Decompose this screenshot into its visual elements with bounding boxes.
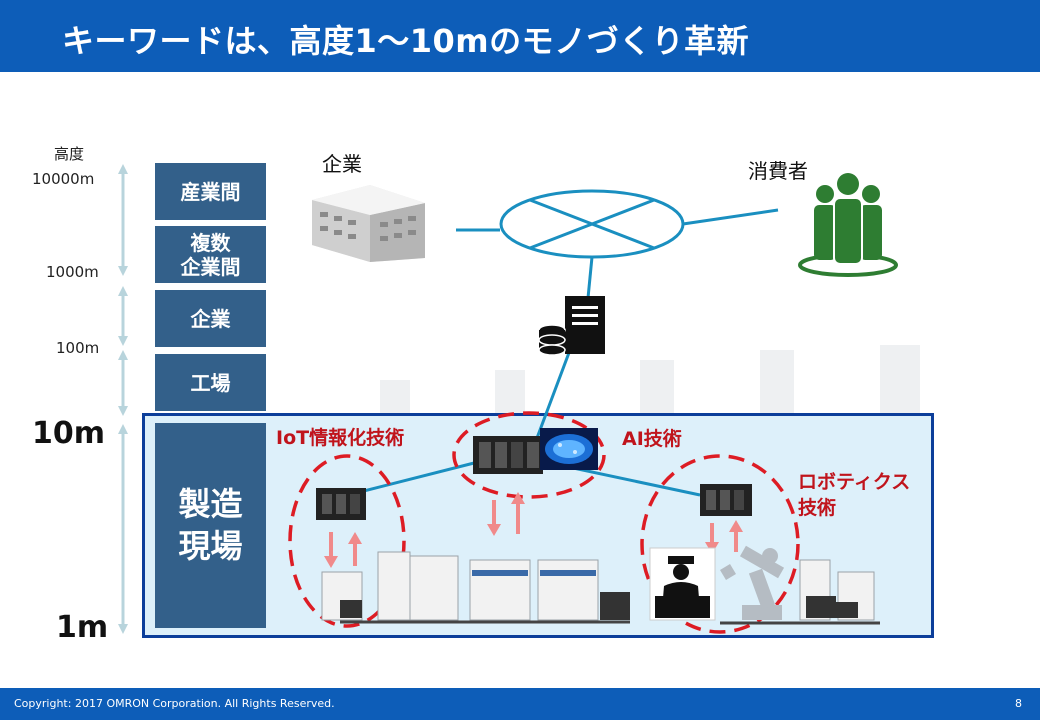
slide-title: キーワードは、高度1～10mのモノづくり革新 [62, 22, 750, 60]
altitude-1000m: 1000m [46, 263, 99, 281]
title-bar: キーワードは、高度1～10mのモノづくり革新 [0, 0, 1040, 72]
controller-icon [700, 484, 752, 516]
level-multi-company: 複数 企業間 [155, 226, 266, 283]
altitude-10000m: 10000m [32, 170, 95, 188]
footer-bar: Copyright: 2017 OMRON Corporation. All R… [0, 688, 1040, 720]
robot-arm-icon [720, 545, 785, 620]
brain-ai-icon [540, 428, 598, 470]
server-icon [538, 296, 605, 356]
robotics-tech-label: ロボティクス 技術 [798, 471, 911, 519]
altitude-1m: 1m [56, 610, 109, 645]
consumer-label: 消費者 [748, 159, 808, 183]
network-hub-icon [499, 189, 685, 259]
copyright-text: Copyright: 2017 OMRON Corporation. All R… [14, 697, 335, 710]
building-icon [312, 185, 425, 262]
altitude-100m: 100m [56, 339, 100, 357]
factory-equipment [321, 551, 875, 621]
altitude-heading: 高度 [54, 145, 85, 163]
people-icon [798, 173, 898, 277]
level-factory: 工場 [155, 354, 266, 411]
ai-tech-label: AI技術 [622, 428, 682, 450]
level-industry: 産業間 [155, 163, 266, 220]
controller-icon [316, 488, 366, 520]
page-number: 8 [1015, 697, 1022, 710]
company-label: 企業 [322, 152, 362, 176]
level-manufacturing-site: 製造 現場 [155, 423, 266, 628]
worker-icon [649, 547, 716, 621]
altitude-10m: 10m [32, 416, 106, 451]
level-company: 企業 [155, 290, 266, 347]
iot-tech-label: IoT情報化技術 [276, 427, 405, 449]
controller-icon [473, 436, 543, 474]
